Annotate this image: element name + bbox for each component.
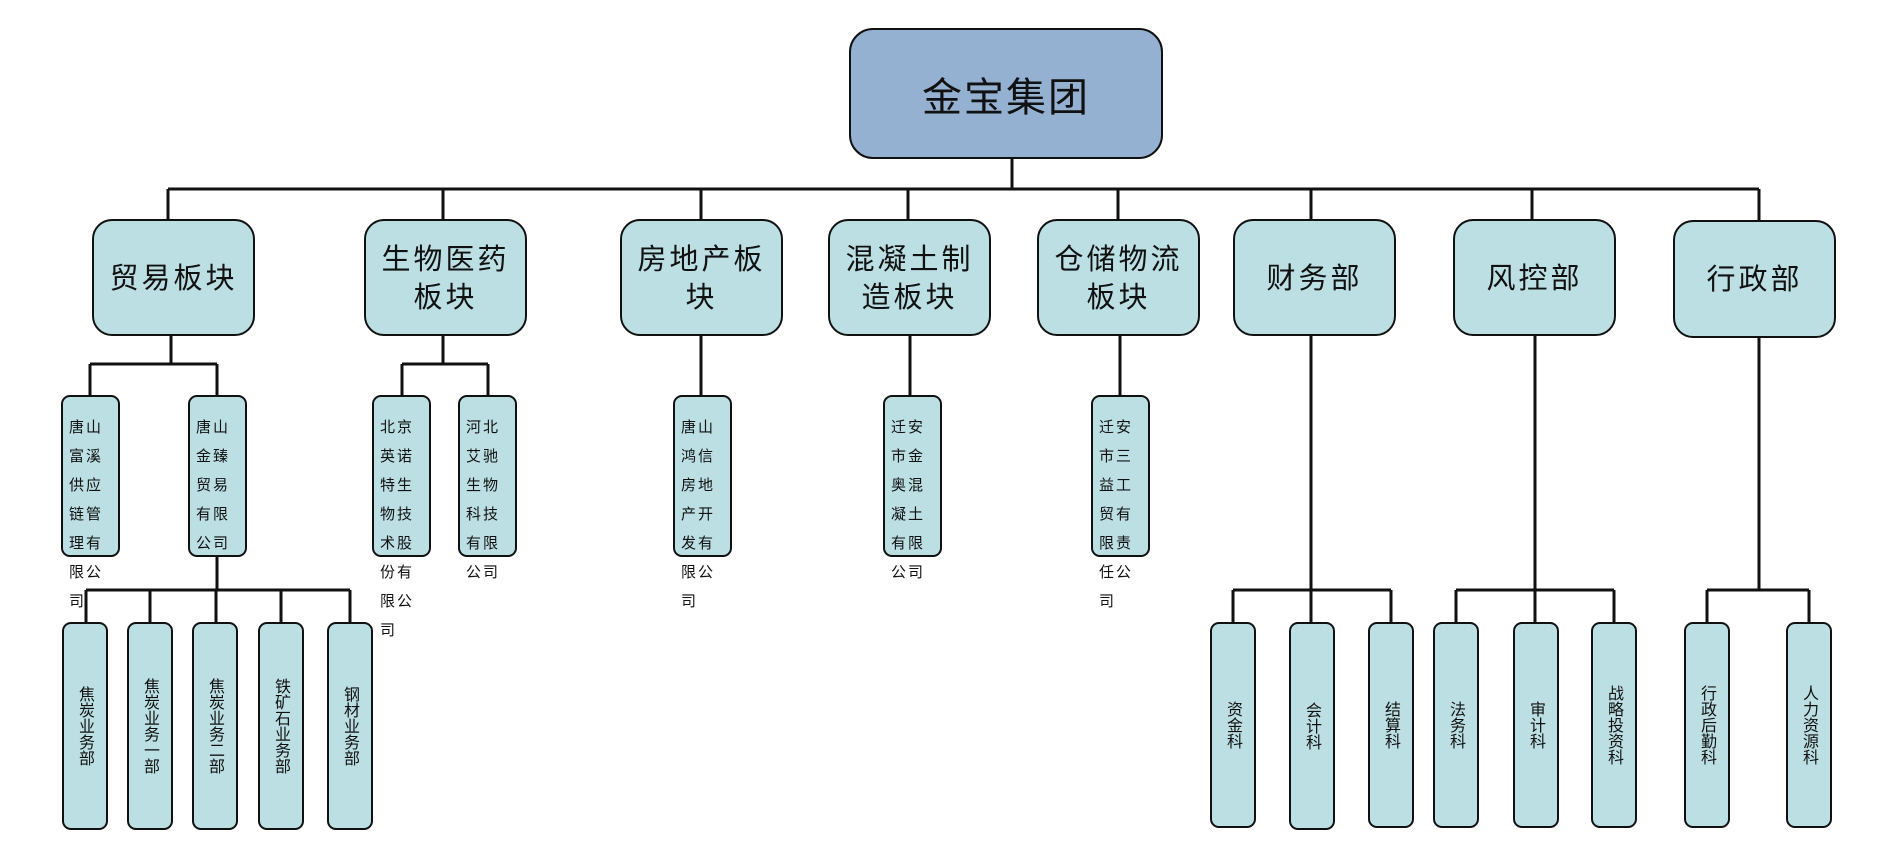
trade-dept-coke-1: 焦炭业务一部 xyxy=(127,622,173,830)
risk-section-legal: 法务科 xyxy=(1433,622,1479,828)
risk-section-strategic-investment: 战略投资科 xyxy=(1591,622,1637,828)
risk-section-audit: 审计科 xyxy=(1513,622,1559,828)
company-tangshan-jinzhen: 唐山金臻贸易有限公司 xyxy=(188,395,247,557)
trade-dept-coke-2: 焦炭业务二部 xyxy=(192,622,238,830)
company-hebei-aichi: 河北艾驰生物科技有限公司 xyxy=(458,395,517,581)
dept-risk-control: 风控部 xyxy=(1453,219,1616,336)
company-tangshan-fuxi: 唐山富溪供应链管理有限公司 xyxy=(61,395,120,610)
segment-biomed: 生物医药板块 xyxy=(364,219,527,336)
segment-concrete: 混凝土制造板块 xyxy=(828,219,991,336)
company-qianan-sanyi: 迁安市三益工贸有限责任公司 xyxy=(1091,395,1150,610)
segment-realestate: 房地产板块 xyxy=(620,219,783,336)
company-qianan-jinao: 迁安市金奥混凝土有限公司 xyxy=(883,395,942,581)
finance-section-accounting: 会计科 xyxy=(1289,622,1335,830)
finance-section-funds: 资金科 xyxy=(1210,622,1256,828)
finance-section-settlement: 结算科 xyxy=(1368,622,1414,828)
admin-section-logistics-support: 行政后勤科 xyxy=(1684,622,1730,828)
trade-dept-iron-ore: 铁矿石业务部 xyxy=(258,622,304,830)
admin-section-human-resources: 人力资源科 xyxy=(1786,622,1832,828)
company-beijing-innovita: 北京英诺特生物技术股份有限公司 xyxy=(372,395,431,639)
segment-trade: 贸易板块 xyxy=(92,219,255,336)
segment-logistics: 仓储物流板块 xyxy=(1037,219,1200,336)
trade-dept-steel: 钢材业务部 xyxy=(327,622,373,830)
dept-finance: 财务部 xyxy=(1233,219,1396,336)
root-node-jinbao-group: 金宝集团 xyxy=(849,28,1163,159)
trade-dept-coke: 焦炭业务部 xyxy=(62,622,108,830)
company-tangshan-hongxin: 唐山鸿信房地产开发有限公司 xyxy=(673,395,732,610)
dept-administration: 行政部 xyxy=(1673,220,1836,338)
